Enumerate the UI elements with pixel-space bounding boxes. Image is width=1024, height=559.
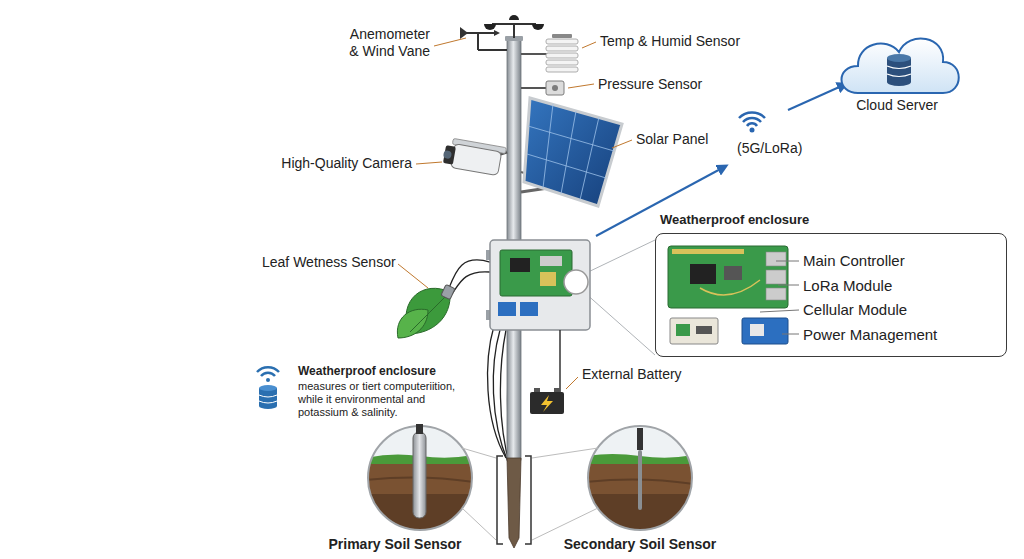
wireless-dot (750, 128, 755, 133)
battery (530, 330, 564, 414)
bracket-lines (462, 448, 598, 540)
part-label: Cloud Server (837, 97, 957, 114)
part-label: External Battery (582, 366, 682, 383)
inset-leader-lines (760, 261, 799, 334)
primary-soil-view (366, 424, 474, 534)
brackets (497, 456, 531, 544)
part-label: Main Controller (803, 252, 905, 270)
secondary-soil-view (586, 424, 694, 534)
leader-lines (398, 38, 632, 389)
part-label: Pressure Sensor (598, 76, 702, 93)
part-label: Temp & Humid Sensor (600, 33, 740, 50)
wireless-icon (739, 112, 765, 126)
part-label: Anemometer & Wind Vane (342, 26, 430, 60)
part-label: Secondary Soil Sensor (550, 536, 730, 553)
magnifier-lines (584, 240, 655, 355)
part-label: LoRa Module (803, 277, 892, 295)
controller-board (668, 246, 788, 344)
part-label: (5G/LoRa) (737, 140, 802, 157)
part-label: Power Management (803, 326, 937, 344)
part-label: measures or tiert computeriition, while … (298, 380, 463, 420)
part-label: Primary Soil Sensor (305, 536, 485, 553)
part-label: Leaf Wetness Sensor (262, 254, 396, 271)
camera (441, 137, 507, 176)
wifi-database-icon (257, 367, 279, 409)
part-label: Solar Panel (636, 131, 708, 148)
anemometer (460, 15, 544, 50)
solar-panel (521, 98, 622, 206)
part-label: Weatherproof enclosure (298, 364, 436, 378)
enclosure (486, 240, 590, 330)
part-label: High-Quality Camera (262, 155, 412, 172)
temp-humidity-sensor (521, 34, 578, 72)
part-label: Cellular Module (803, 301, 907, 319)
cloud-icon (842, 39, 959, 93)
pressure-sensor (521, 81, 564, 95)
panel-heading: Weatherproof enclosure (655, 211, 1007, 229)
leaf (397, 284, 455, 338)
